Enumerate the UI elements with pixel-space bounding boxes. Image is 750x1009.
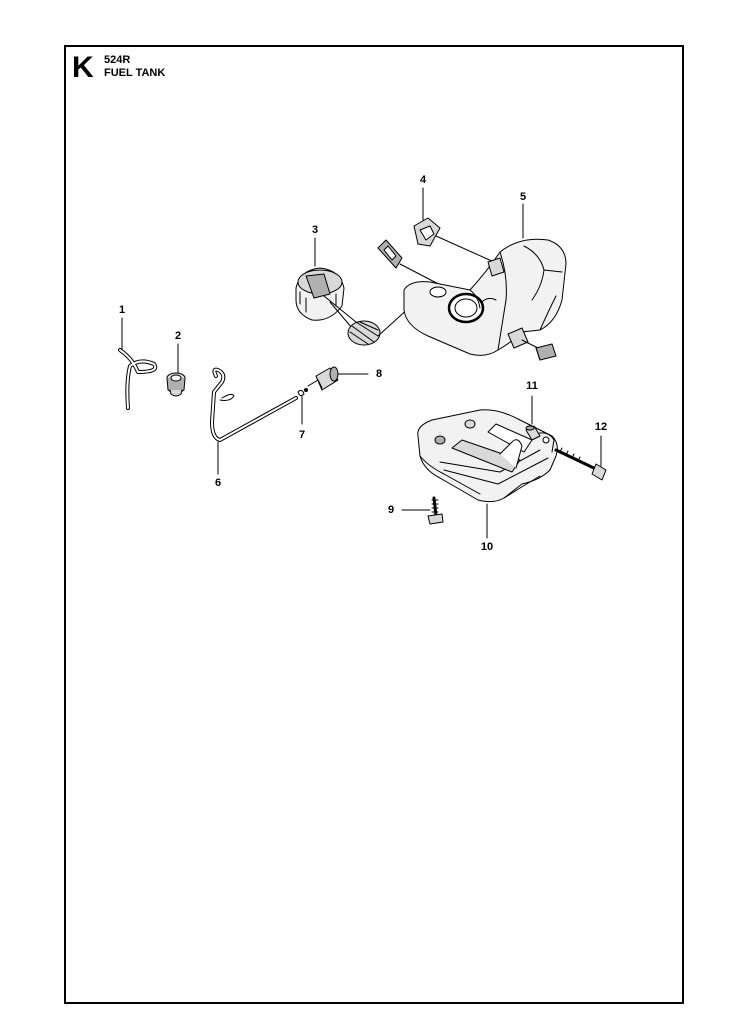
bolt-part-12 <box>554 447 607 481</box>
fuel-tank-part-5 <box>403 238 567 356</box>
callout-10: 10 <box>480 541 494 553</box>
leader-line-bracket <box>435 235 495 263</box>
callout-5: 5 <box>519 191 527 203</box>
callout-3: 3 <box>311 224 319 236</box>
section-title: FUEL TANK <box>104 67 166 79</box>
leader-line-grommet <box>521 339 539 349</box>
fuel-hose-part-1 <box>118 348 158 410</box>
page-frame <box>64 45 684 1004</box>
callout-11: 11 <box>526 380 538 392</box>
section-letter: K <box>72 51 94 84</box>
callout-9: 9 <box>387 504 395 516</box>
callout-12: 12 <box>594 421 608 433</box>
screw-part-9 <box>427 496 444 525</box>
gasket <box>377 239 403 269</box>
callout-6: 6 <box>214 477 222 489</box>
callout-8: 8 <box>375 368 383 380</box>
bracket-part-4 <box>413 217 441 247</box>
clip-part-7 <box>297 388 308 397</box>
grommet-part-2 <box>166 372 186 397</box>
tank-bracket-part-10 <box>417 409 558 503</box>
spacer-part-11 <box>525 425 541 441</box>
callout-2: 2 <box>174 330 182 342</box>
callout-1: 1 <box>118 304 126 316</box>
model-name: 524R <box>104 54 131 66</box>
rubber-block <box>535 343 557 361</box>
callout-4: 4 <box>419 174 427 186</box>
fuel-line-part-6 <box>210 367 298 442</box>
fuel-cap-part-3 <box>295 267 381 346</box>
fuel-filter-part-8 <box>307 366 339 391</box>
callout-7: 7 <box>298 429 306 441</box>
